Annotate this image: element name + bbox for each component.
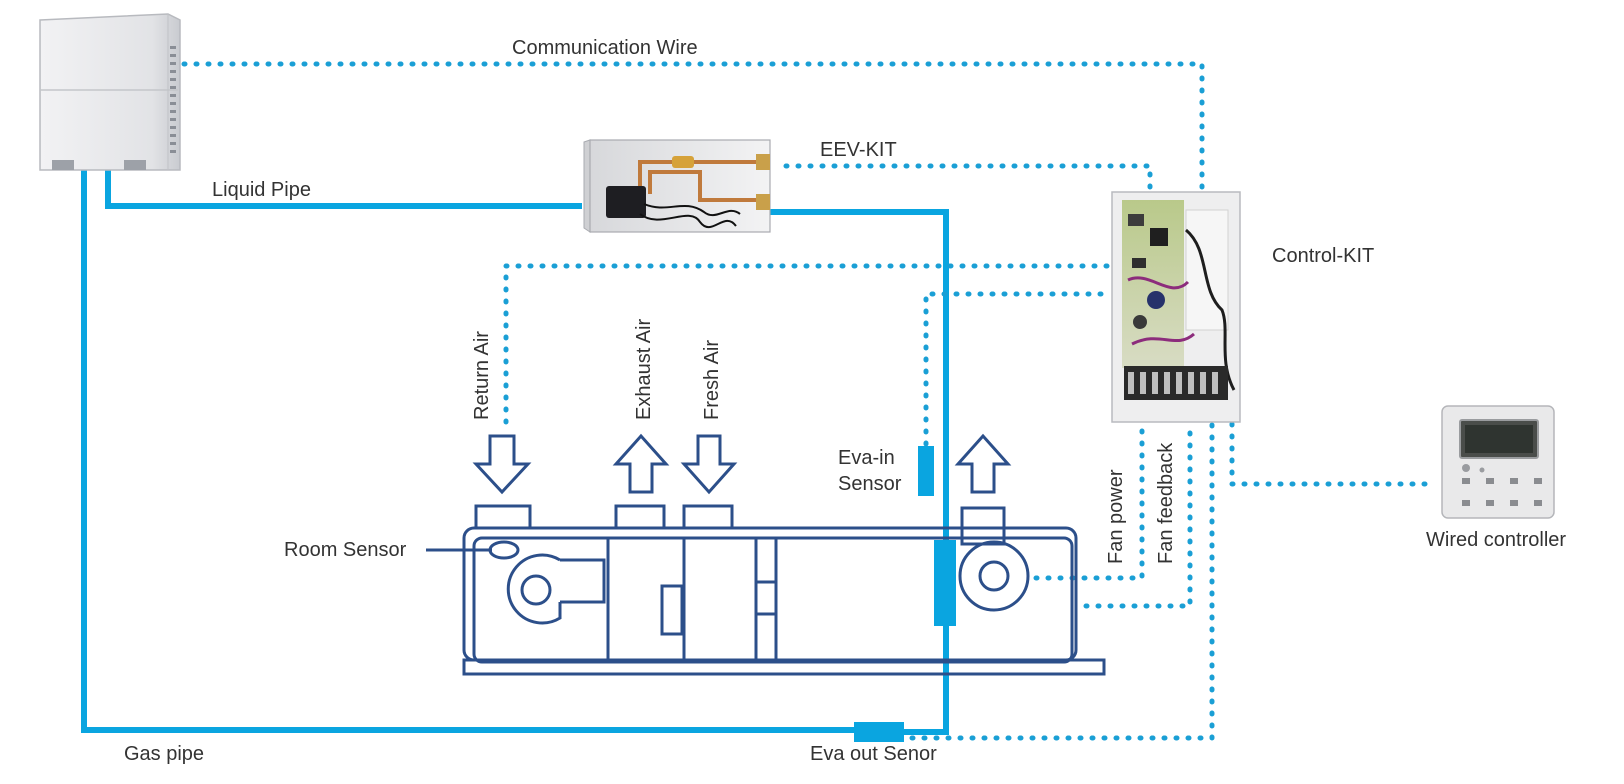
gas-pipe-line xyxy=(81,170,858,733)
evaporator-coil-icon xyxy=(934,540,956,626)
exhaust-air-duct xyxy=(614,504,666,530)
fresh-air-label: Fresh Air xyxy=(701,340,723,420)
return-air-duct xyxy=(474,504,532,530)
control-kit-label: Control-KIT xyxy=(1272,245,1374,267)
eva-in-sensor-wire xyxy=(923,291,1115,447)
room-sensor-icon xyxy=(488,540,520,560)
eva-out-sensor-icon xyxy=(854,722,904,742)
pipe-sensors xyxy=(854,446,956,742)
eev-kit-icon xyxy=(583,139,771,233)
control-board-icon xyxy=(1111,191,1241,423)
exhaust-air-label: Exhaust Air xyxy=(633,318,655,420)
fan-power-label: Fan power xyxy=(1105,469,1127,564)
liquid-pipe-label: Liquid Pipe xyxy=(212,179,311,201)
exhaust-air-arrow-icon xyxy=(612,433,670,494)
eva-in-sensor-icon xyxy=(918,446,934,496)
signal-wires xyxy=(181,61,1435,741)
room-sensor-label: Room Sensor xyxy=(284,539,407,561)
eev-kit-label: EEV-KIT xyxy=(820,139,897,161)
ahu-outlet-arrow-icon xyxy=(954,433,1012,494)
ahu-inner-casing xyxy=(472,536,1074,664)
damper xyxy=(660,584,684,636)
ahu-outer-casing xyxy=(462,526,1078,662)
fan-feedback-wire xyxy=(1083,421,1193,609)
supply-fan-icon xyxy=(506,553,606,625)
refrigerant-pipes xyxy=(81,170,949,735)
ahu-base-frame xyxy=(462,658,1106,676)
communication-wire-line xyxy=(181,61,1205,195)
fresh-air-arrow-icon xyxy=(680,434,738,495)
return-air-label: Return Air xyxy=(471,331,493,420)
return-air-sensor-wire xyxy=(503,263,1115,425)
eva-out-sensor-wire xyxy=(909,421,1215,741)
liquid-pipe-line xyxy=(105,170,582,209)
communication-wire-label: Communication Wire xyxy=(512,37,698,59)
wired-controller-label: Wired controller xyxy=(1426,529,1566,551)
eev-kit-wire xyxy=(783,163,1153,195)
eva-in-sensor-label-line2: Sensor xyxy=(838,473,902,495)
wired-controller-icon xyxy=(1441,405,1555,519)
fan-feedback-label: Fan feedback xyxy=(1155,442,1177,564)
liquid-pipe-to-evaporator xyxy=(770,209,949,735)
diagram-labels: Communication Wire Liquid Pipe EEV-KIT C… xyxy=(124,37,1566,765)
eva-out-sensor-label: Eva out Senor xyxy=(810,743,937,765)
airflow-arrows xyxy=(472,433,1012,495)
return-air-arrow-icon xyxy=(472,434,532,495)
air-handling-unit-icon xyxy=(426,504,1106,676)
wired-controller-wire xyxy=(1229,421,1435,487)
exhaust-fan-icon xyxy=(958,506,1030,612)
fresh-air-duct xyxy=(682,504,734,530)
gas-pipe-label: Gas pipe xyxy=(124,743,204,765)
eva-in-sensor-label-line1: Eva-in xyxy=(838,447,895,469)
outdoor-unit-icon xyxy=(39,13,181,171)
